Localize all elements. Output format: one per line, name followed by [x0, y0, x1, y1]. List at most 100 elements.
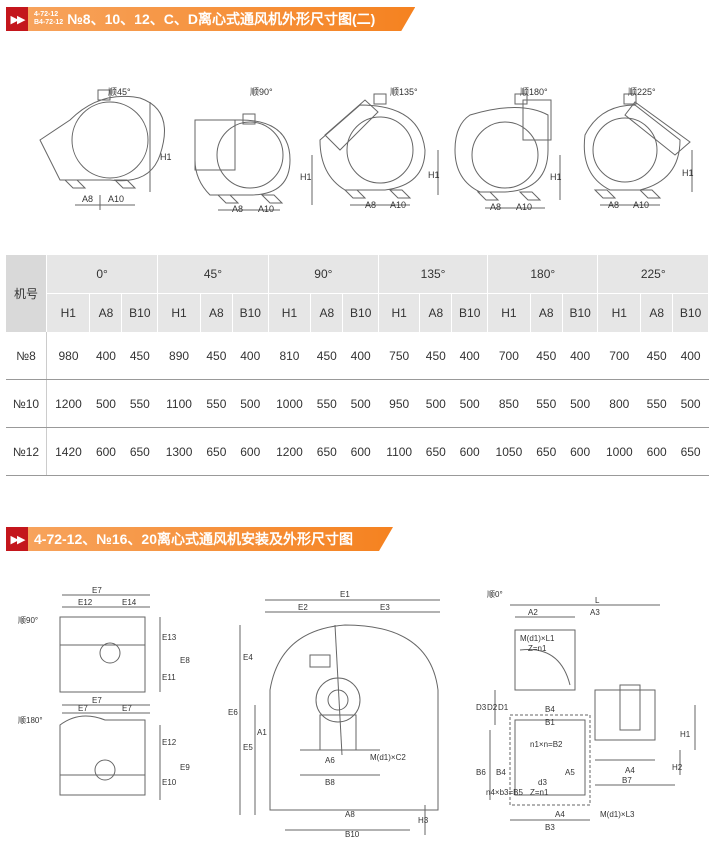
side-view-90	[59, 594, 161, 693]
row-id: №10	[6, 379, 47, 428]
cell: 1420	[46, 427, 90, 476]
dim-e14: E14	[122, 598, 137, 607]
dim-e9: E9	[180, 763, 190, 772]
cell: 650	[419, 427, 452, 476]
cell: 650	[200, 427, 233, 476]
dim-b3: B3	[545, 823, 555, 832]
cell: 500	[419, 379, 452, 428]
cell: 450	[200, 332, 233, 380]
angle-header-45: 45°	[157, 255, 269, 294]
fan-diagram-45	[39, 89, 165, 210]
dim-a8: A8	[345, 810, 355, 819]
cell: 1100	[157, 379, 201, 428]
cell: 550	[200, 379, 233, 428]
cell: 500	[562, 379, 598, 428]
cell: 980	[46, 332, 90, 380]
cell: 450	[530, 332, 563, 380]
dim-a4-right: A4	[625, 766, 635, 775]
dim-e13: E13	[162, 633, 177, 642]
dim-b4-side: B4	[496, 768, 506, 777]
dim-b10: B10	[345, 830, 360, 839]
dim-b8: B8	[325, 778, 335, 787]
dim-d1: D1	[498, 703, 509, 712]
fan-outline-diagrams: 顺45° H1 A8 A10 顺90° H1 A8 A10 顺135° H1 A…	[39, 87, 694, 214]
dim-n1n-b2: n1×n=B2	[530, 740, 563, 749]
angle-header-225: 225°	[597, 255, 709, 294]
label-shun90: 顺90°	[18, 616, 38, 625]
dim-e7-b: E7	[92, 696, 102, 705]
section2-header: ▶▶ 4-72-12、№16、20离心式通风机安装及外形尺寸图	[6, 527, 393, 551]
a8-label-3: A8	[365, 200, 376, 210]
cell: 500	[672, 379, 709, 428]
cell: 1000	[268, 379, 311, 428]
cell: 810	[268, 332, 311, 380]
cell: 500	[451, 379, 488, 428]
dim-b6: B6	[476, 768, 486, 777]
fan-diagram-135	[319, 93, 439, 206]
dim-m-c2: M(d1)×C2	[370, 753, 406, 762]
angle-header-180: 180°	[487, 255, 599, 294]
a10-label-3: A10	[390, 200, 406, 210]
h1-label-4: H1	[550, 172, 562, 182]
h1-label-2: H1	[300, 172, 312, 182]
dim-a4-bottom: A4	[555, 810, 565, 819]
cell: 450	[310, 332, 343, 380]
cell: 750	[378, 332, 420, 380]
dim-e7-b2: E7	[78, 704, 88, 713]
cell: 500	[342, 379, 379, 428]
installation-drawings: 顺90° E7 E12 E14 E13 E8 E11 顺180° E7 E7 E…	[18, 586, 696, 839]
sub-b10: B10	[342, 293, 380, 332]
sub-h1: H1	[378, 293, 421, 332]
h1-label-1: H1	[160, 152, 172, 162]
code-line2: B4-72-12	[34, 19, 64, 26]
angle-header-0: 0°	[46, 255, 159, 294]
dim-h3: H3	[418, 816, 429, 825]
side-view-180	[59, 704, 161, 800]
dim-n4b3-b5: n4×b3=B5	[486, 788, 523, 797]
sub-h1: H1	[487, 293, 531, 332]
dim-m-l3: M(d1)×L3	[600, 810, 635, 819]
dim-e6: E6	[228, 708, 238, 717]
front-view	[239, 599, 440, 835]
angle-header-90: 90°	[268, 255, 380, 294]
dim-d2: D2	[487, 703, 498, 712]
cell: 400	[89, 332, 122, 380]
fan-diagram-90	[194, 113, 313, 211]
dim-b4-top: B4	[545, 705, 555, 714]
row-id: №8	[6, 332, 47, 380]
sub-a8: A8	[640, 293, 674, 332]
cell: 550	[310, 379, 343, 428]
sub-b10: B10	[451, 293, 489, 332]
a10-label-5: A10	[633, 200, 649, 210]
dim-e12-b: E12	[162, 738, 177, 747]
sub-b10: B10	[562, 293, 599, 332]
cell: 1050	[487, 427, 531, 476]
dim-b7: B7	[622, 776, 632, 785]
sub-h1: H1	[597, 293, 642, 332]
cell: 800	[597, 379, 641, 428]
fan-diagram-225	[583, 93, 693, 206]
a8-label-2: A8	[232, 204, 243, 214]
dim-a1: A1	[257, 728, 267, 737]
section1-header: ▶▶ 4-72-12 B4-72-12 №8、10、12、C、D离心式通风机外形…	[6, 7, 415, 31]
cell: 600	[640, 427, 673, 476]
cell: 700	[487, 332, 531, 380]
dim-e8: E8	[180, 656, 190, 665]
model-codes: 4-72-12 B4-72-12	[34, 11, 63, 27]
dim-e10: E10	[162, 778, 177, 787]
sub-a8: A8	[89, 293, 123, 332]
cell: 400	[562, 332, 598, 380]
cell: 400	[451, 332, 488, 380]
section1-title: №8、10、12、C、D离心式通风机外形尺寸图(二)	[67, 11, 376, 27]
dim-e4: E4	[243, 653, 253, 662]
section2-title-bar: 4-72-12、№16、20离心式通风机安装及外形尺寸图	[28, 527, 393, 551]
angle-label-5: 顺225°	[628, 87, 656, 97]
cell: 600	[342, 427, 379, 476]
cell: 1000	[597, 427, 641, 476]
dim-a6: A6	[325, 756, 335, 765]
cell: 650	[530, 427, 563, 476]
dim-e2: E2	[298, 603, 308, 612]
